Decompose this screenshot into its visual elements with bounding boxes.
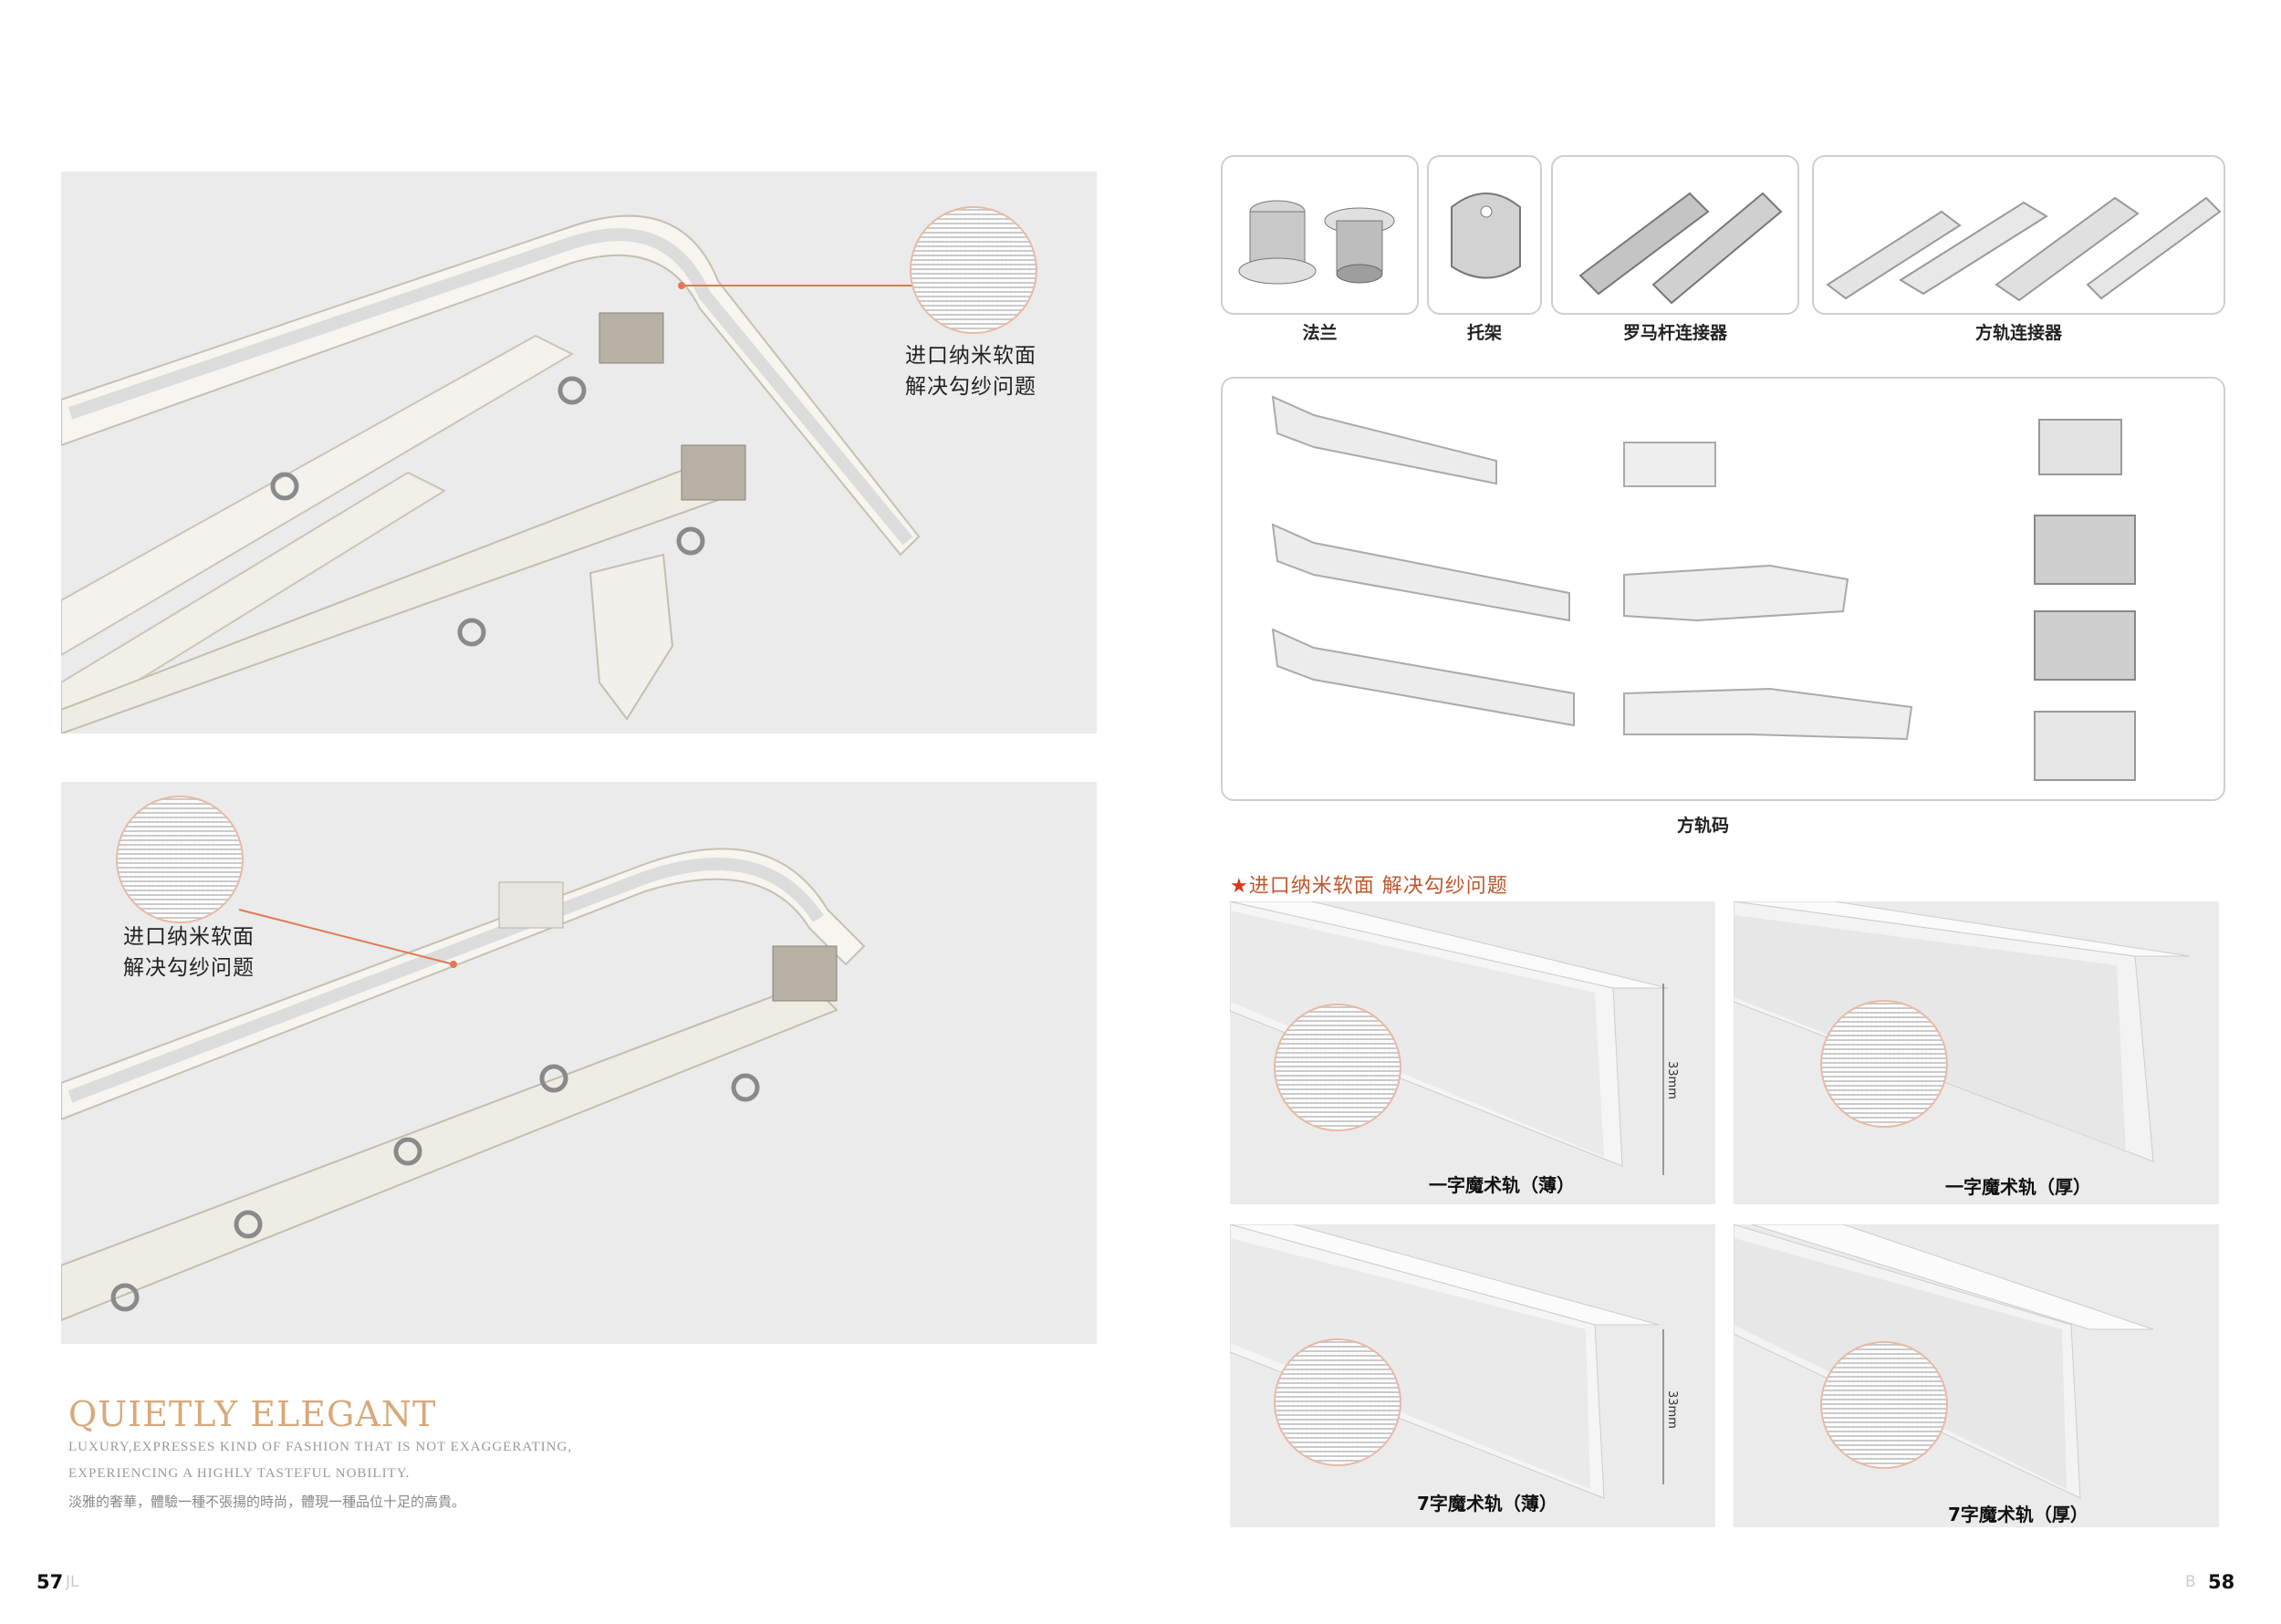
single-curtain-rail-illustration (61, 848, 866, 1322)
page-ghost-right: B (2185, 1573, 2196, 1591)
profile-seven-thick: 7字魔术轨（厚） (1734, 1224, 2219, 1527)
accessory-holder-box (1427, 155, 1542, 315)
accessory-roman-connector-label: 罗马杆连接器 (1622, 323, 1727, 343)
fabric-texture-magnifier (1274, 1338, 1401, 1466)
flat-rail-thick-illustration (1734, 901, 2191, 1162)
accessory-flange-label: 法兰 (1302, 323, 1338, 343)
flange-icon (1238, 200, 1395, 285)
double-curtain-rail-illustration (61, 214, 921, 734)
accessory-flange-box (1221, 155, 1419, 315)
callout-line-2: 解决勾纱问题 (905, 375, 1036, 399)
rail-photo-top: 进口纳米软面 解决勾纱问题 (61, 172, 1097, 734)
dimension-label: 33mm (1665, 1061, 1679, 1099)
profile-label: 一字魔术轨（薄） (1429, 1174, 1575, 1196)
callout-nano-surface-bottom: 进口纳米软面 解决勾纱问题 (123, 921, 255, 984)
square-rail-connector-icon (1826, 196, 2222, 302)
callout-line-1: 进口纳米软面 (905, 344, 1036, 368)
fabric-texture-magnifier (116, 796, 244, 923)
slogan-chinese: 淡雅的奢華，體驗一種不張揚的時尚，體現一種品位十足的高貴。 (68, 1494, 466, 1510)
profile-label: 7字魔术轨（薄） (1417, 1493, 1557, 1515)
feature-heading-text: 进口纳米软面 解决勾纱问题 (1248, 875, 1508, 898)
accessory-square-connector-label: 方轨连接器 (1974, 323, 2062, 343)
square-rail-bracket-box (1221, 377, 2225, 801)
holder-bracket-icon (1451, 193, 1521, 279)
callout-line-2: 解决勾纱问题 (123, 956, 255, 980)
square-rail-brackets-icon (1271, 395, 2136, 781)
feature-heading: ★进口纳米软面 解决勾纱问题 (1230, 869, 1508, 899)
profile-flat-thin: 33mm 一字魔术轨（薄） (1230, 901, 1715, 1204)
slogan-english-line-2: EXPERIENCING A HIGHLY TASTEFUL NOBILITY. (68, 1466, 411, 1481)
rail-photo-bottom: 进口纳米软面 解决勾纱问题 (61, 782, 1097, 1344)
accessory-holder-label: 托架 (1466, 323, 1502, 343)
slogan-english-line-1: LUXURY,EXPRESSES KIND OF FASHION THAT IS… (68, 1440, 573, 1454)
flat-rail-thin-illustration (1230, 901, 1669, 1175)
roman-rod-connector-icon (1578, 192, 1783, 305)
callout-nano-surface-top: 进口纳米软面 解决勾纱问题 (905, 340, 1036, 402)
accessory-square-connector-box (1812, 155, 2225, 315)
star-icon: ★ (1230, 875, 1249, 898)
fabric-texture-magnifier (1820, 1341, 1948, 1469)
page-ghost-left: JL (66, 1573, 79, 1591)
fabric-texture-magnifier (1820, 1000, 1948, 1128)
page-number-left: 57 (36, 1571, 64, 1593)
dimension-label: 33mm (1665, 1390, 1679, 1429)
profile-label: 一字魔术轨（厚） (1945, 1176, 2091, 1198)
square-rail-bracket-label: 方轨码 (1677, 816, 1730, 836)
fabric-texture-magnifier (910, 206, 1037, 334)
seven-rail-thick-illustration (1734, 1224, 2154, 1499)
callout-line-1: 进口纳米软面 (123, 925, 255, 949)
profile-seven-thin: 33mm 7字魔术轨（薄） (1230, 1224, 1715, 1527)
page-number-right: 58 (2208, 1571, 2235, 1593)
profile-flat-thick: 一字魔术轨（厚） (1734, 901, 2219, 1204)
fabric-texture-magnifier (1274, 1004, 1401, 1131)
profile-label: 7字魔术轨（厚） (1948, 1504, 2088, 1525)
accessory-roman-connector-box (1551, 155, 1799, 315)
slogan-title: QUIETLY ELEGANT (68, 1394, 437, 1434)
seven-rail-thin-illustration (1230, 1224, 1664, 1499)
